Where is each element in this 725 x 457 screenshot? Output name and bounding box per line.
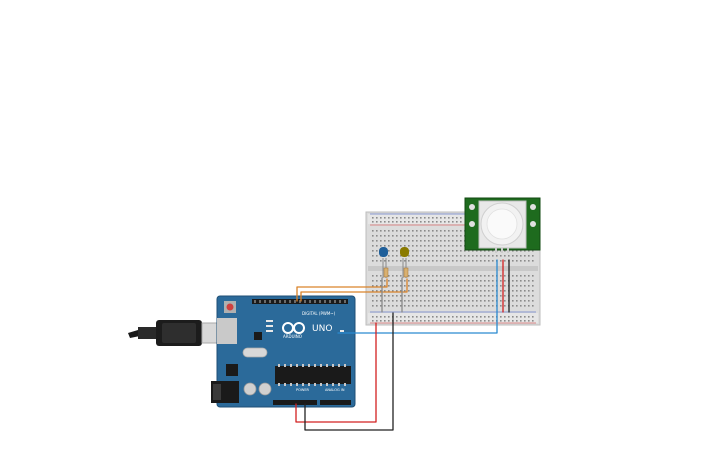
arduino-uno-board[interactable]: DIGITAL (PWM~) UNO ARDUINO [211, 295, 356, 408]
microcontroller-chip [275, 366, 351, 384]
pir-motion-sensor[interactable] [464, 197, 541, 253]
resistor[interactable] [383, 267, 389, 278]
power-header[interactable] [273, 400, 317, 405]
wire-black[interactable] [304, 312, 394, 431]
wire-orange-2[interactable] [300, 278, 408, 302]
board-brand-label: UNO [312, 324, 332, 334]
wire-blue[interactable] [337, 259, 498, 334]
wire-red[interactable] [295, 322, 377, 423]
yellow-led[interactable] [400, 247, 409, 278]
analog-header[interactable] [320, 400, 351, 405]
wire-orange-1[interactable] [296, 278, 388, 302]
breadboard-holes[interactable] [372, 217, 534, 322]
digital-header-label: DIGITAL (PWM~) [302, 311, 336, 316]
crystal-oscillator [242, 347, 268, 358]
blue-led[interactable] [379, 247, 389, 278]
arduino-logo [282, 322, 305, 334]
capacitor [243, 382, 257, 396]
capacitor [258, 382, 272, 396]
analog-header-label: ANALOG IN [325, 388, 345, 392]
board-maker-label: ARDUINO [283, 334, 302, 339]
resistor[interactable] [403, 267, 409, 278]
power-header-label: POWER [296, 388, 310, 392]
